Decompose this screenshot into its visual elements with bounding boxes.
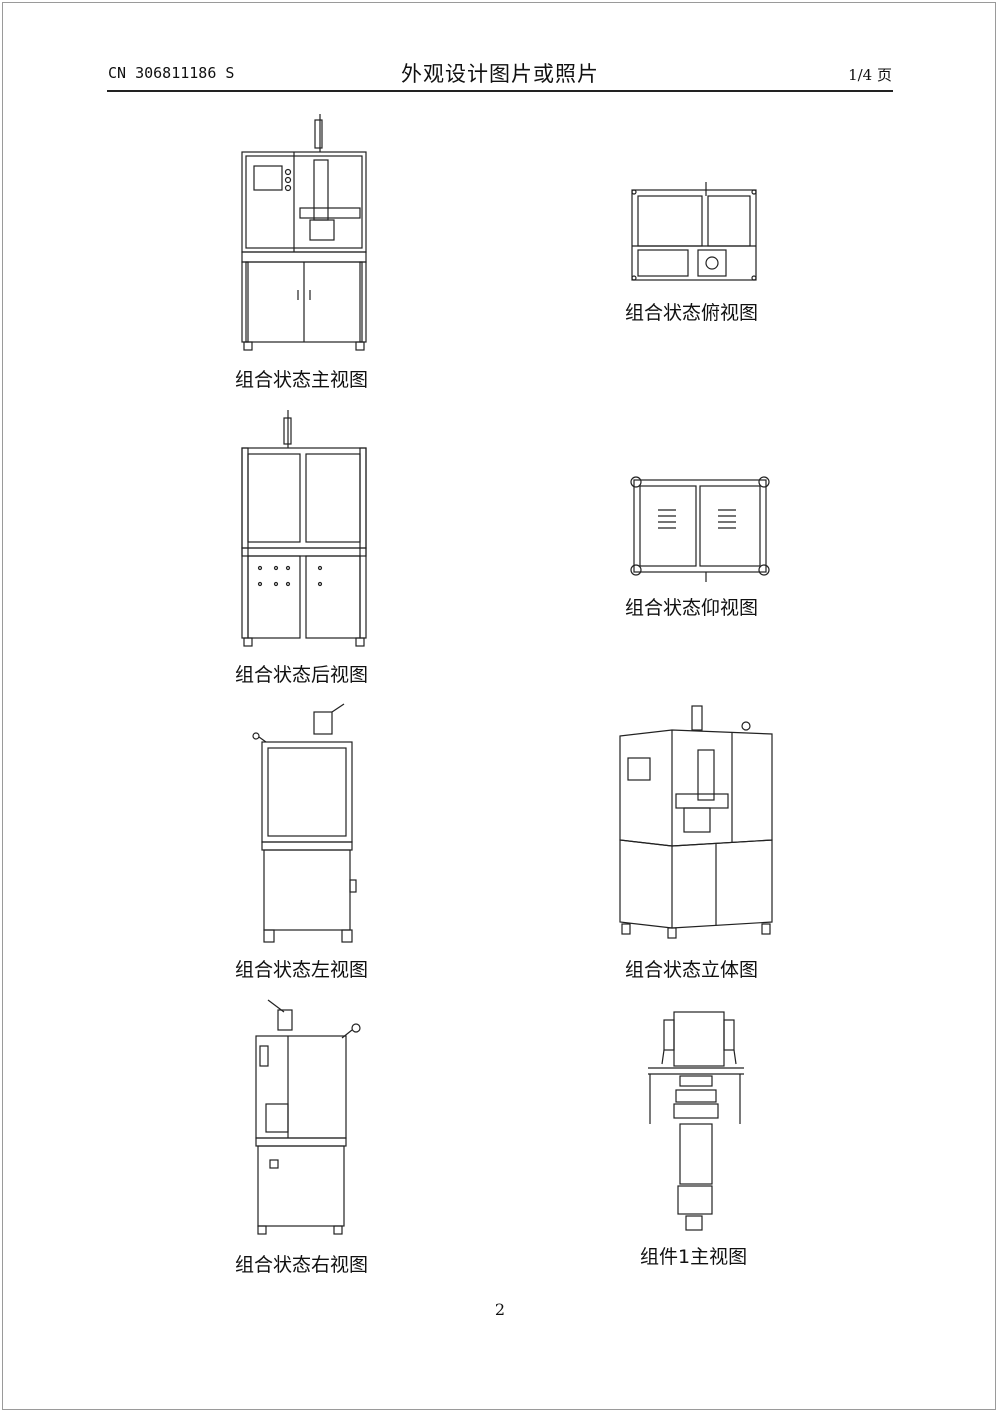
figure-caption: 组合状态立体图	[625, 959, 759, 981]
figure-component-1-view	[640, 1006, 750, 1236]
figure-caption: 组合状态后视图	[235, 664, 369, 686]
figure-front-view	[236, 112, 372, 357]
figure-caption: 组合状态右视图	[235, 1254, 369, 1276]
figure-top-view	[630, 180, 758, 285]
figure-caption: 组合状态仰视图	[625, 597, 759, 619]
page-indicator: 1/4 页	[848, 66, 892, 84]
figure-left-view	[248, 700, 360, 950]
figure-caption: 组件1主视图	[640, 1246, 748, 1268]
doc-title: 外观设计图片或照片	[401, 62, 599, 86]
page-number: 2	[494, 1300, 506, 1319]
figure-caption: 组合状态俯视图	[625, 302, 759, 324]
figure-bottom-view	[630, 470, 770, 585]
header-rule	[107, 90, 893, 92]
figure-caption: 组合状态左视图	[235, 959, 369, 981]
doc-number: CN 306811186 S	[108, 64, 235, 82]
figure-rear-view	[236, 408, 372, 653]
figure-right-view	[248, 996, 368, 1236]
figure-perspective-view	[612, 700, 782, 945]
figure-caption: 组合状态主视图	[235, 369, 369, 391]
